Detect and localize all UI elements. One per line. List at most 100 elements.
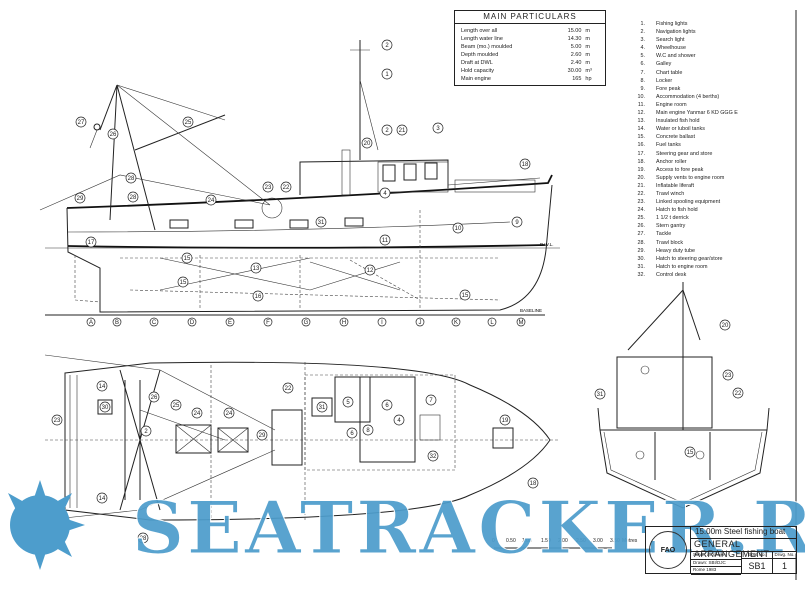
legend-text: Galley <box>656 61 672 68</box>
svg-text:17: 17 <box>88 240 95 246</box>
legend-number: 23. <box>637 199 646 206</box>
legend-text: Linked spooling equipment <box>656 199 721 206</box>
legend-item: 32. Control desk <box>628 271 738 279</box>
callout: 4 <box>379 187 391 199</box>
drawn-field: Drawn: SBI/DJC <box>691 560 741 567</box>
legend-item: 3.Search light <box>628 36 738 44</box>
drwg-no-value: 1 <box>781 561 787 571</box>
legend-text: Supply vents to engine room <box>656 174 725 181</box>
callout: 1 <box>381 68 393 80</box>
svg-text:K: K <box>454 320 458 326</box>
svg-text:15: 15 <box>687 450 694 456</box>
svg-text:19: 19 <box>502 418 509 424</box>
legend-number: 1. <box>640 21 646 27</box>
trawl-winch <box>261 197 283 219</box>
legend-item: 20.Supply vents to engine room <box>628 174 738 182</box>
svg-text:22: 22 <box>283 185 290 191</box>
svg-text:14: 14 <box>99 496 106 502</box>
svg-text:25: 25 <box>185 120 192 126</box>
legend-text: Hatch to steering gear/store <box>656 255 723 262</box>
svg-text:7: 7 <box>429 398 433 404</box>
legend-text: Search light <box>656 37 685 44</box>
callout: 28 <box>125 172 137 184</box>
callouts: 27 26 25 28 29 28 24 23 22 20 2 21 3 1 2… <box>51 39 744 544</box>
callout: 18 <box>519 158 531 170</box>
dwl-label: D.W.L. <box>540 242 554 247</box>
station-C: C <box>149 317 159 327</box>
svg-text:26: 26 <box>110 132 117 138</box>
callout: 9 <box>511 216 523 228</box>
legend-number: 17. <box>637 150 646 157</box>
callout: 29 <box>256 429 268 441</box>
legend-item: 8.Locker <box>628 77 738 85</box>
callout: 26 <box>148 391 160 403</box>
hull-outline <box>66 184 553 313</box>
callout: 31 <box>315 216 327 228</box>
legend-item: 28.Trawl block <box>628 239 738 247</box>
drawing-subtitle: 15.00m Steel fishing boat <box>691 527 796 539</box>
legend-item: 15.Concrete ballast <box>628 133 738 141</box>
station-M: M <box>516 317 526 327</box>
svg-text:J: J <box>419 320 422 326</box>
legend-number: 12. <box>637 110 646 117</box>
svg-text:I: I <box>381 320 383 326</box>
callout: 15 <box>684 446 696 458</box>
callout: 30 <box>99 401 111 413</box>
callout: 12 <box>364 264 376 276</box>
legend-number: 11. <box>637 101 645 108</box>
legend-number: 24. <box>637 207 646 214</box>
legend-number: 28. <box>637 239 646 246</box>
callout: 29 <box>74 192 86 204</box>
legend-item: 21.Inflatable liferaft <box>628 182 738 190</box>
svg-text:E: E <box>228 320 232 326</box>
svg-text:3: 3 <box>436 126 440 132</box>
callout: 26 <box>107 128 119 140</box>
midship-section <box>597 282 770 509</box>
svg-text:15: 15 <box>462 293 469 299</box>
legend-text: Locker <box>656 77 673 84</box>
callout: 13 <box>250 262 262 274</box>
fish-hold-hatch-1 <box>175 424 212 454</box>
legend-text: Anchor roller <box>656 158 687 165</box>
legend-number: 26. <box>637 223 646 230</box>
callout: 31 <box>594 388 606 400</box>
drwg-no-label: Drwg. No. <box>773 552 796 559</box>
legend-text: Concrete ballast <box>656 134 695 141</box>
station-B: B <box>112 317 122 327</box>
station-D: D <box>187 317 197 327</box>
legend-text: Fuel tanks <box>656 142 681 149</box>
legend-number: 13. <box>637 118 646 125</box>
legend-item: 14.Water or luboil tanks <box>628 125 738 133</box>
legend-text: Engine room <box>656 101 687 108</box>
callout: 11 <box>379 234 391 246</box>
callout: 2 <box>381 39 393 51</box>
svg-text:13: 13 <box>253 266 260 272</box>
legend-text: Inflatable liferaft <box>656 182 695 189</box>
legend-text: Control desk <box>656 271 687 278</box>
legend-item: 17.Steering gear and store <box>628 150 738 158</box>
wheelhouse <box>299 159 449 195</box>
callout: 14 <box>96 380 108 392</box>
side-profile <box>39 40 560 316</box>
callout: 28 <box>137 532 149 544</box>
watermark-sun-icon <box>8 480 85 570</box>
svg-text:9: 9 <box>515 220 519 226</box>
fao-logo: FAO <box>649 531 687 569</box>
callout: 6 <box>346 427 358 439</box>
callout: 15 <box>177 276 189 288</box>
svg-text:2: 2 <box>385 43 389 49</box>
legend-number: 32. <box>637 271 646 278</box>
legend-item: 30.Hatch to steering gear/store <box>628 255 738 263</box>
callout: 24 <box>205 194 217 206</box>
rudder <box>74 255 101 303</box>
svg-text:1: 1 <box>385 72 389 78</box>
legend-item: 26.Stern gantry <box>628 222 738 230</box>
station-G: G <box>301 317 311 327</box>
legend-text: Fore peak <box>656 85 681 92</box>
